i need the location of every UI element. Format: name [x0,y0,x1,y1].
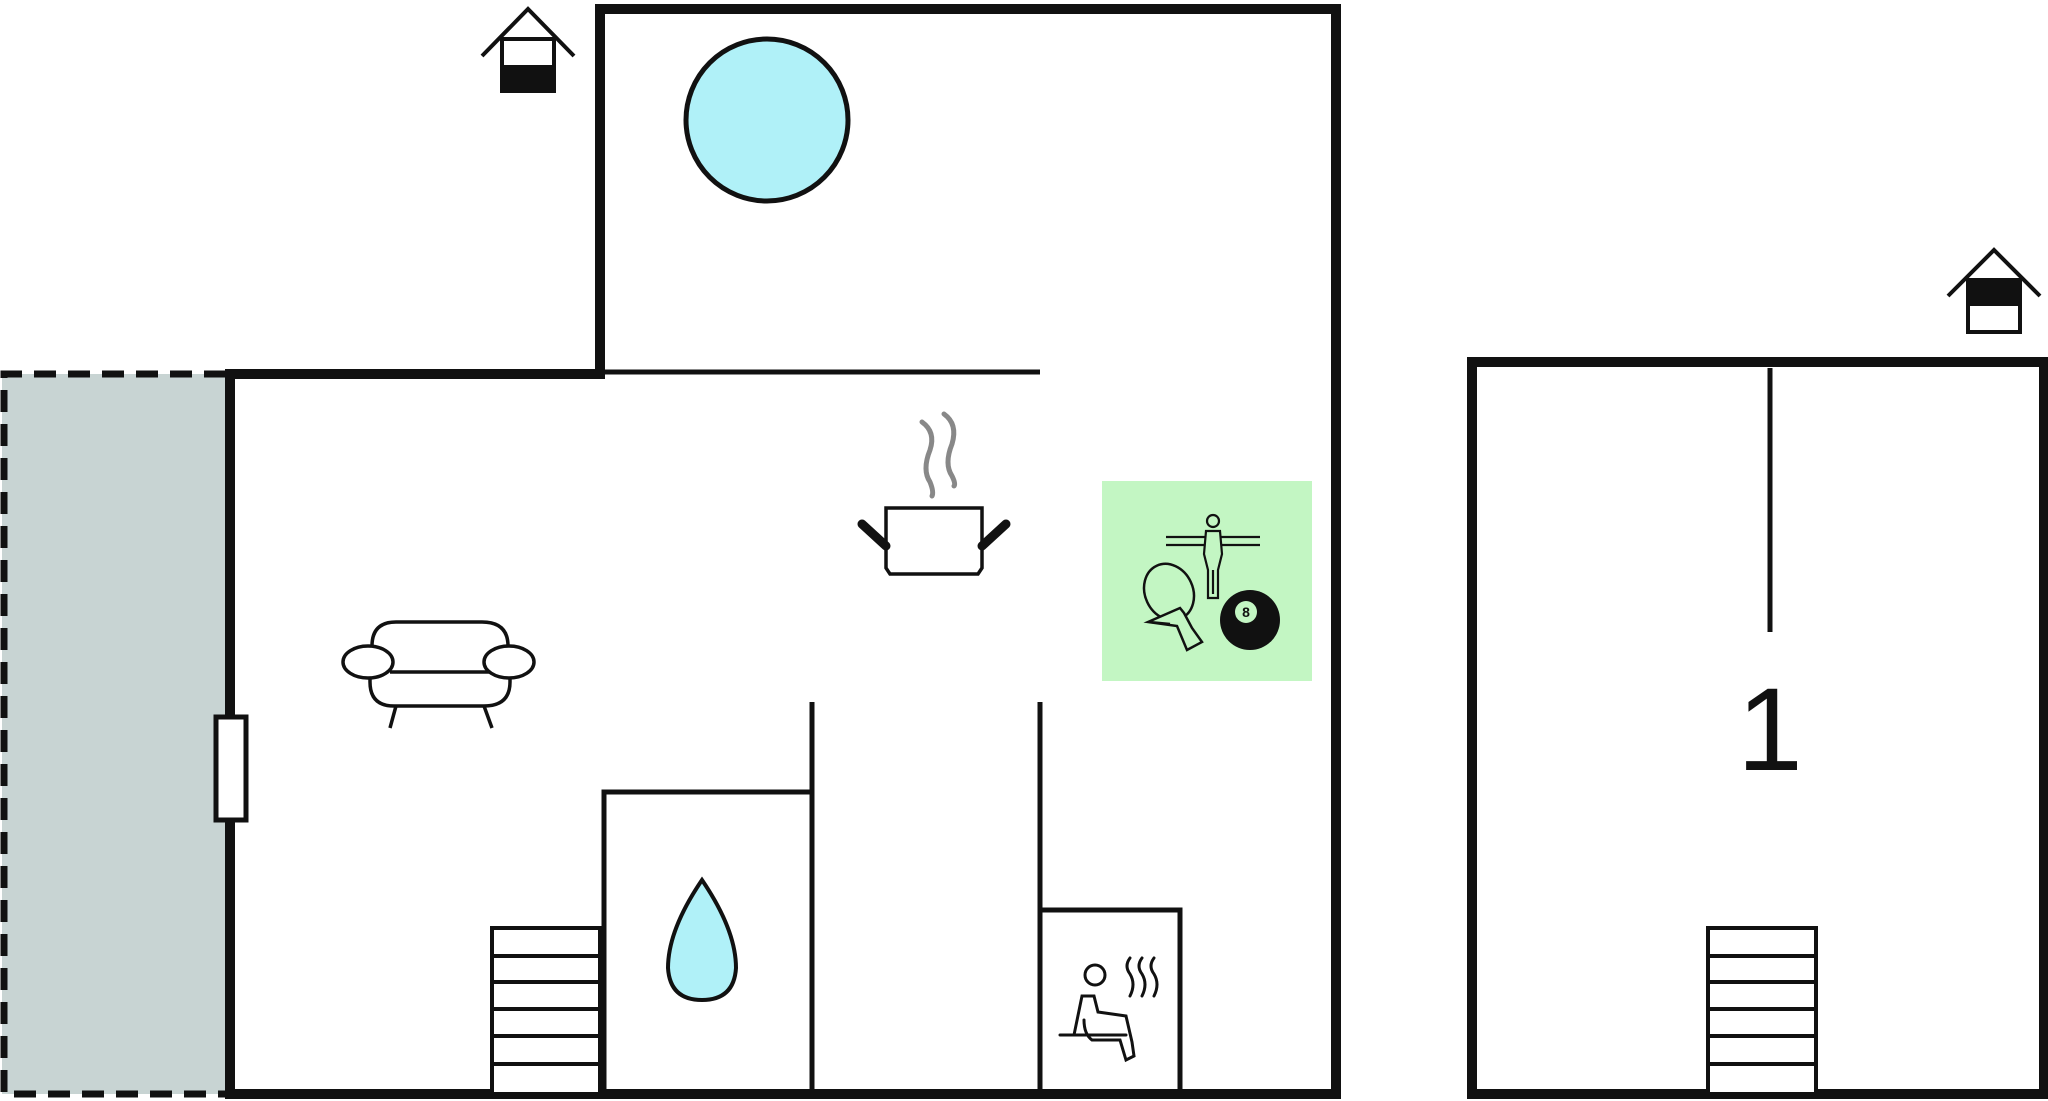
main-floor-walls [225,4,1341,1099]
staircase-icon [490,926,602,1096]
sofa-icon [341,620,536,729]
staircase-icon [1706,926,1818,1096]
sauna-icon [1058,956,1159,1063]
cooking-pot-icon [857,411,1011,576]
table-tennis-icon [1142,562,1204,652]
svg-text:8: 8 [1242,604,1250,620]
secondary-floor: 1 [1467,247,2048,1099]
terrace [0,370,228,1098]
activity-room: 8 [1102,481,1312,681]
water-drop-icon [665,876,739,1003]
table-football-icon [1166,513,1260,600]
floor-up-icon [480,6,576,93]
pool-icon [683,36,851,204]
room-number: 1 [1737,664,1803,796]
floor-down-icon [1946,247,2042,334]
terrace-door [213,714,249,823]
billiard-ball-icon: 8 [1220,590,1280,650]
